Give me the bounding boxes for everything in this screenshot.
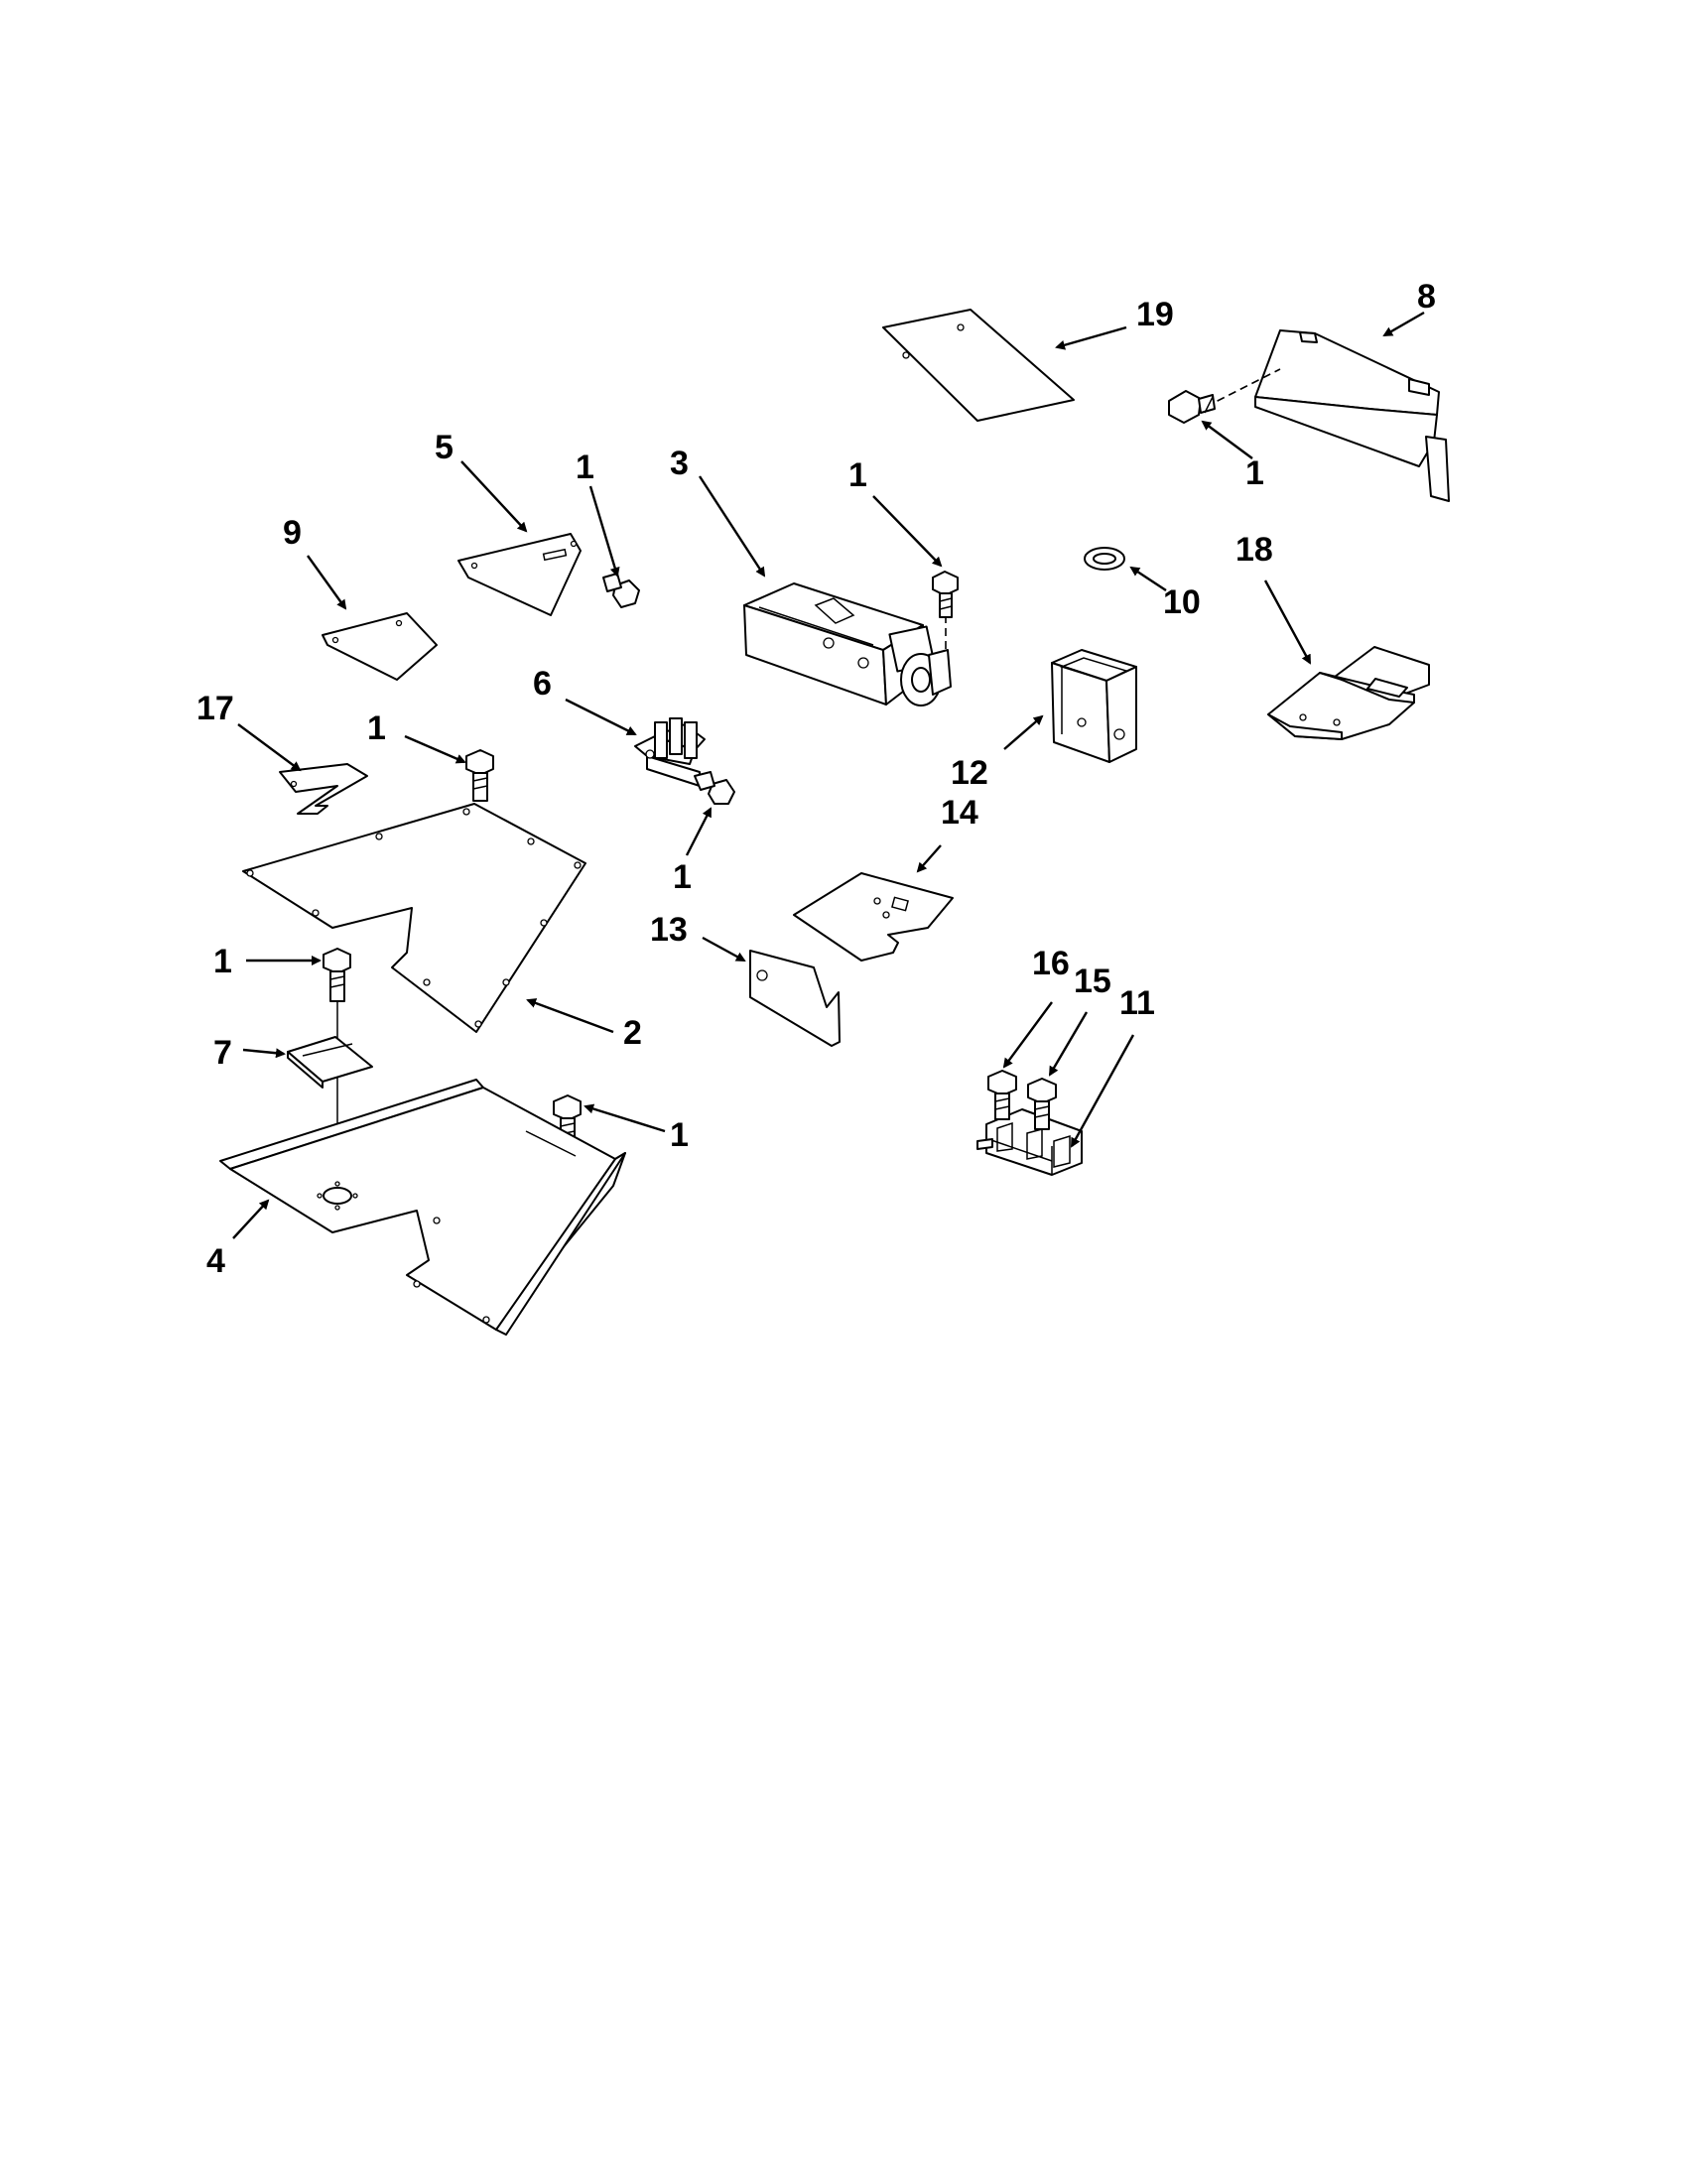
part-4-base-plate	[219, 1079, 626, 1336]
part-8-bracket	[1205, 329, 1450, 502]
callout-8: 8	[1417, 278, 1436, 316]
part-1-screw-a	[1168, 390, 1216, 424]
callout-3: 3	[670, 445, 689, 482]
part-9-plate	[322, 612, 438, 681]
part-17-gasket	[279, 763, 368, 815]
callout-10: 10	[1163, 583, 1201, 621]
leader-arrows	[232, 311, 1425, 1239]
callout-1-f: 1	[213, 943, 232, 980]
part-2-large-plate	[242, 803, 586, 1033]
part-1-screw-d	[694, 771, 735, 805]
callout-9: 9	[283, 514, 302, 552]
callout-1-g: 1	[670, 1116, 689, 1154]
callout-4: 4	[206, 1242, 225, 1280]
callout-17: 17	[196, 690, 234, 727]
callout-13: 13	[650, 911, 688, 949]
callout-2: 2	[623, 1014, 642, 1052]
callout-1-a: 1	[1245, 454, 1264, 492]
callout-6: 6	[533, 665, 552, 703]
part-15-screw	[1027, 1078, 1057, 1130]
part-1-screw-e	[465, 749, 494, 802]
part-3-motor-assembly	[743, 582, 952, 707]
part-6-transformer	[634, 717, 706, 787]
callout-7: 7	[213, 1034, 232, 1072]
callout-11: 11	[1119, 984, 1155, 1022]
callout-12: 12	[951, 754, 988, 792]
callout-5: 5	[435, 429, 454, 466]
callout-1-b: 1	[848, 456, 867, 494]
part-10-washer	[1084, 547, 1125, 571]
part-19-cover-plate	[882, 309, 1075, 422]
callout-18: 18	[1235, 531, 1273, 569]
callout-19: 19	[1136, 296, 1174, 333]
part-16-screw	[987, 1070, 1017, 1120]
part-18-bracket	[1267, 646, 1430, 740]
part-1-screw-c	[602, 573, 640, 608]
callout-14: 14	[941, 794, 978, 832]
part-11-terminal-block	[976, 1108, 1083, 1176]
part-12-electrical-box	[1051, 649, 1137, 763]
callout-15: 15	[1074, 963, 1111, 1000]
part-5-plate	[457, 533, 582, 616]
callout-16: 16	[1032, 945, 1070, 982]
part-1-screw-b	[932, 571, 959, 618]
callout-1-d: 1	[673, 858, 692, 896]
part-7-bracket	[287, 1036, 373, 1089]
callout-1-c: 1	[576, 449, 594, 486]
callout-1-e: 1	[367, 709, 386, 747]
part-13-shield	[749, 950, 841, 1047]
callout-labels: 19 8 1 10 18 12 14 13 16 15 11 3 1 5 1 9…	[196, 278, 1436, 1280]
part-14-sheet	[793, 872, 954, 962]
